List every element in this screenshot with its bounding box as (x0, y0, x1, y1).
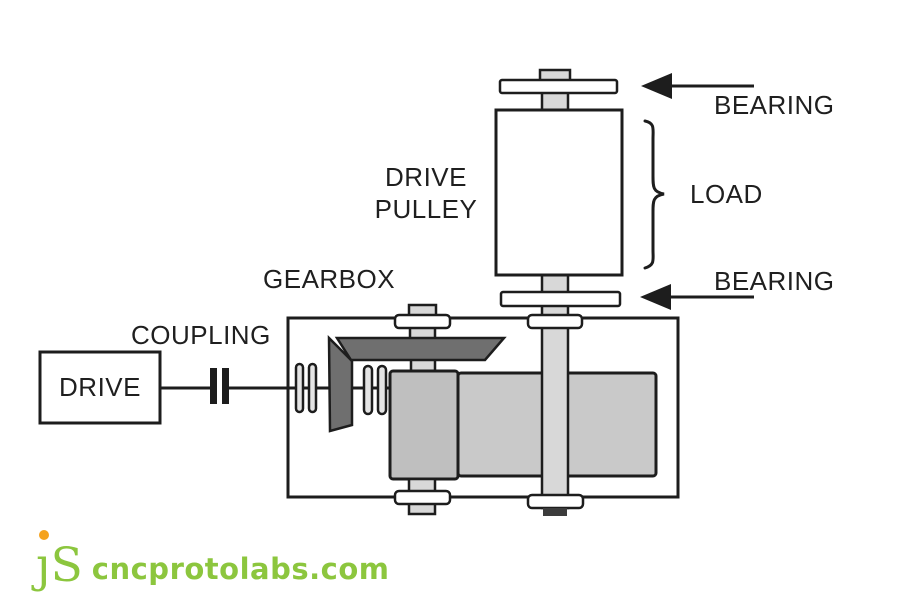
load-brace (643, 119, 665, 270)
bearing-block (526, 493, 585, 510)
drive-pulley-label-line1: DRIVE (385, 162, 467, 192)
coupling-symbol-bar (210, 368, 217, 404)
logo-js-mark: ȷS (36, 538, 83, 593)
logo-dot-icon (39, 530, 49, 540)
coupling-label: COUPLING (131, 320, 271, 350)
pulley-flange-top (498, 78, 619, 95)
footer-logo: ȷS cncprotolabs.com (36, 530, 390, 593)
bearing-bottom-label: BEARING (714, 266, 835, 296)
pulley-shaft-stub-bottom (543, 508, 567, 516)
coupling-disc (307, 362, 318, 414)
coupling-disc (294, 362, 305, 414)
gearbox-label: GEARBOX (263, 264, 396, 294)
drive-pulley-label: DRIVE PULLEY (346, 161, 506, 225)
coupling-disc (376, 364, 388, 416)
brand-text: cncprotolabs.com (91, 552, 390, 586)
pulley-flange-bottom (499, 290, 622, 308)
bevel-pinion-gear (327, 334, 354, 433)
bevel-crown-gear (334, 336, 507, 362)
bearing-top-label: BEARING (714, 90, 835, 120)
drive-label: DRIVE (59, 372, 141, 402)
drive-pulley-label-line2: PULLEY (374, 194, 478, 224)
bearing-arrow-bottom (640, 284, 671, 310)
bearing-block (393, 313, 452, 330)
drive-pulley-drum (494, 108, 624, 277)
coupling-symbol-bar (222, 368, 229, 404)
bearing-block (526, 313, 584, 330)
gear-cylinder-small (388, 369, 460, 481)
bearing-arrow-top (641, 73, 672, 99)
load-label: LOAD (690, 179, 763, 209)
coupling-disc (362, 364, 374, 416)
bearing-block (393, 489, 452, 506)
